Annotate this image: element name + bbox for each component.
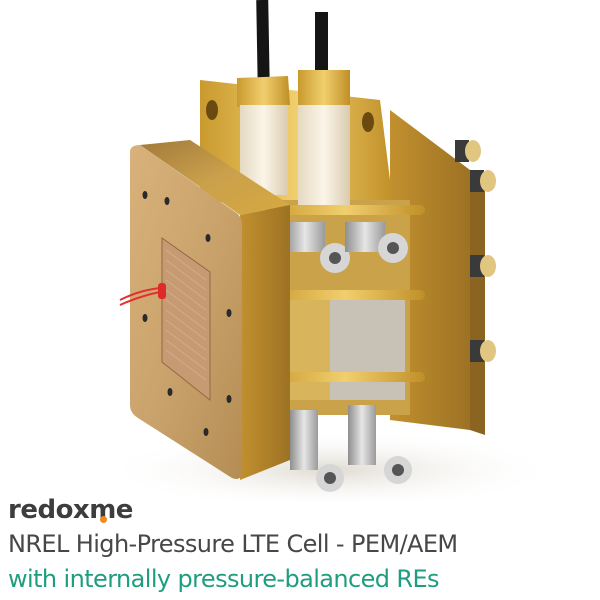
lower-fittings [290,405,412,492]
upper-fittings [285,222,408,273]
product-subtitle: with internally pressure-balanced REs [8,565,440,593]
tie-rod-bottom [265,372,425,382]
front-plate-side [240,205,290,480]
electrolyzer-cell-render [100,0,560,500]
flow-field [161,237,211,402]
tie-rod-middle [265,290,425,300]
front-plate-top [140,140,290,215]
brand-logo-dot-icon [99,516,107,523]
red-wire [119,283,166,306]
reference-electrode-right [298,12,350,205]
bolt-holes [142,191,232,436]
side-bolts [455,140,496,362]
brand-logo-suffix: e [115,495,134,525]
brand-logo-prefix: redox [8,495,90,525]
reference-electrode-left [237,0,290,195]
tie-rod-top [265,205,425,215]
product-title: NREL High-Pressure LTE Cell - PEM/AEM [8,530,458,558]
